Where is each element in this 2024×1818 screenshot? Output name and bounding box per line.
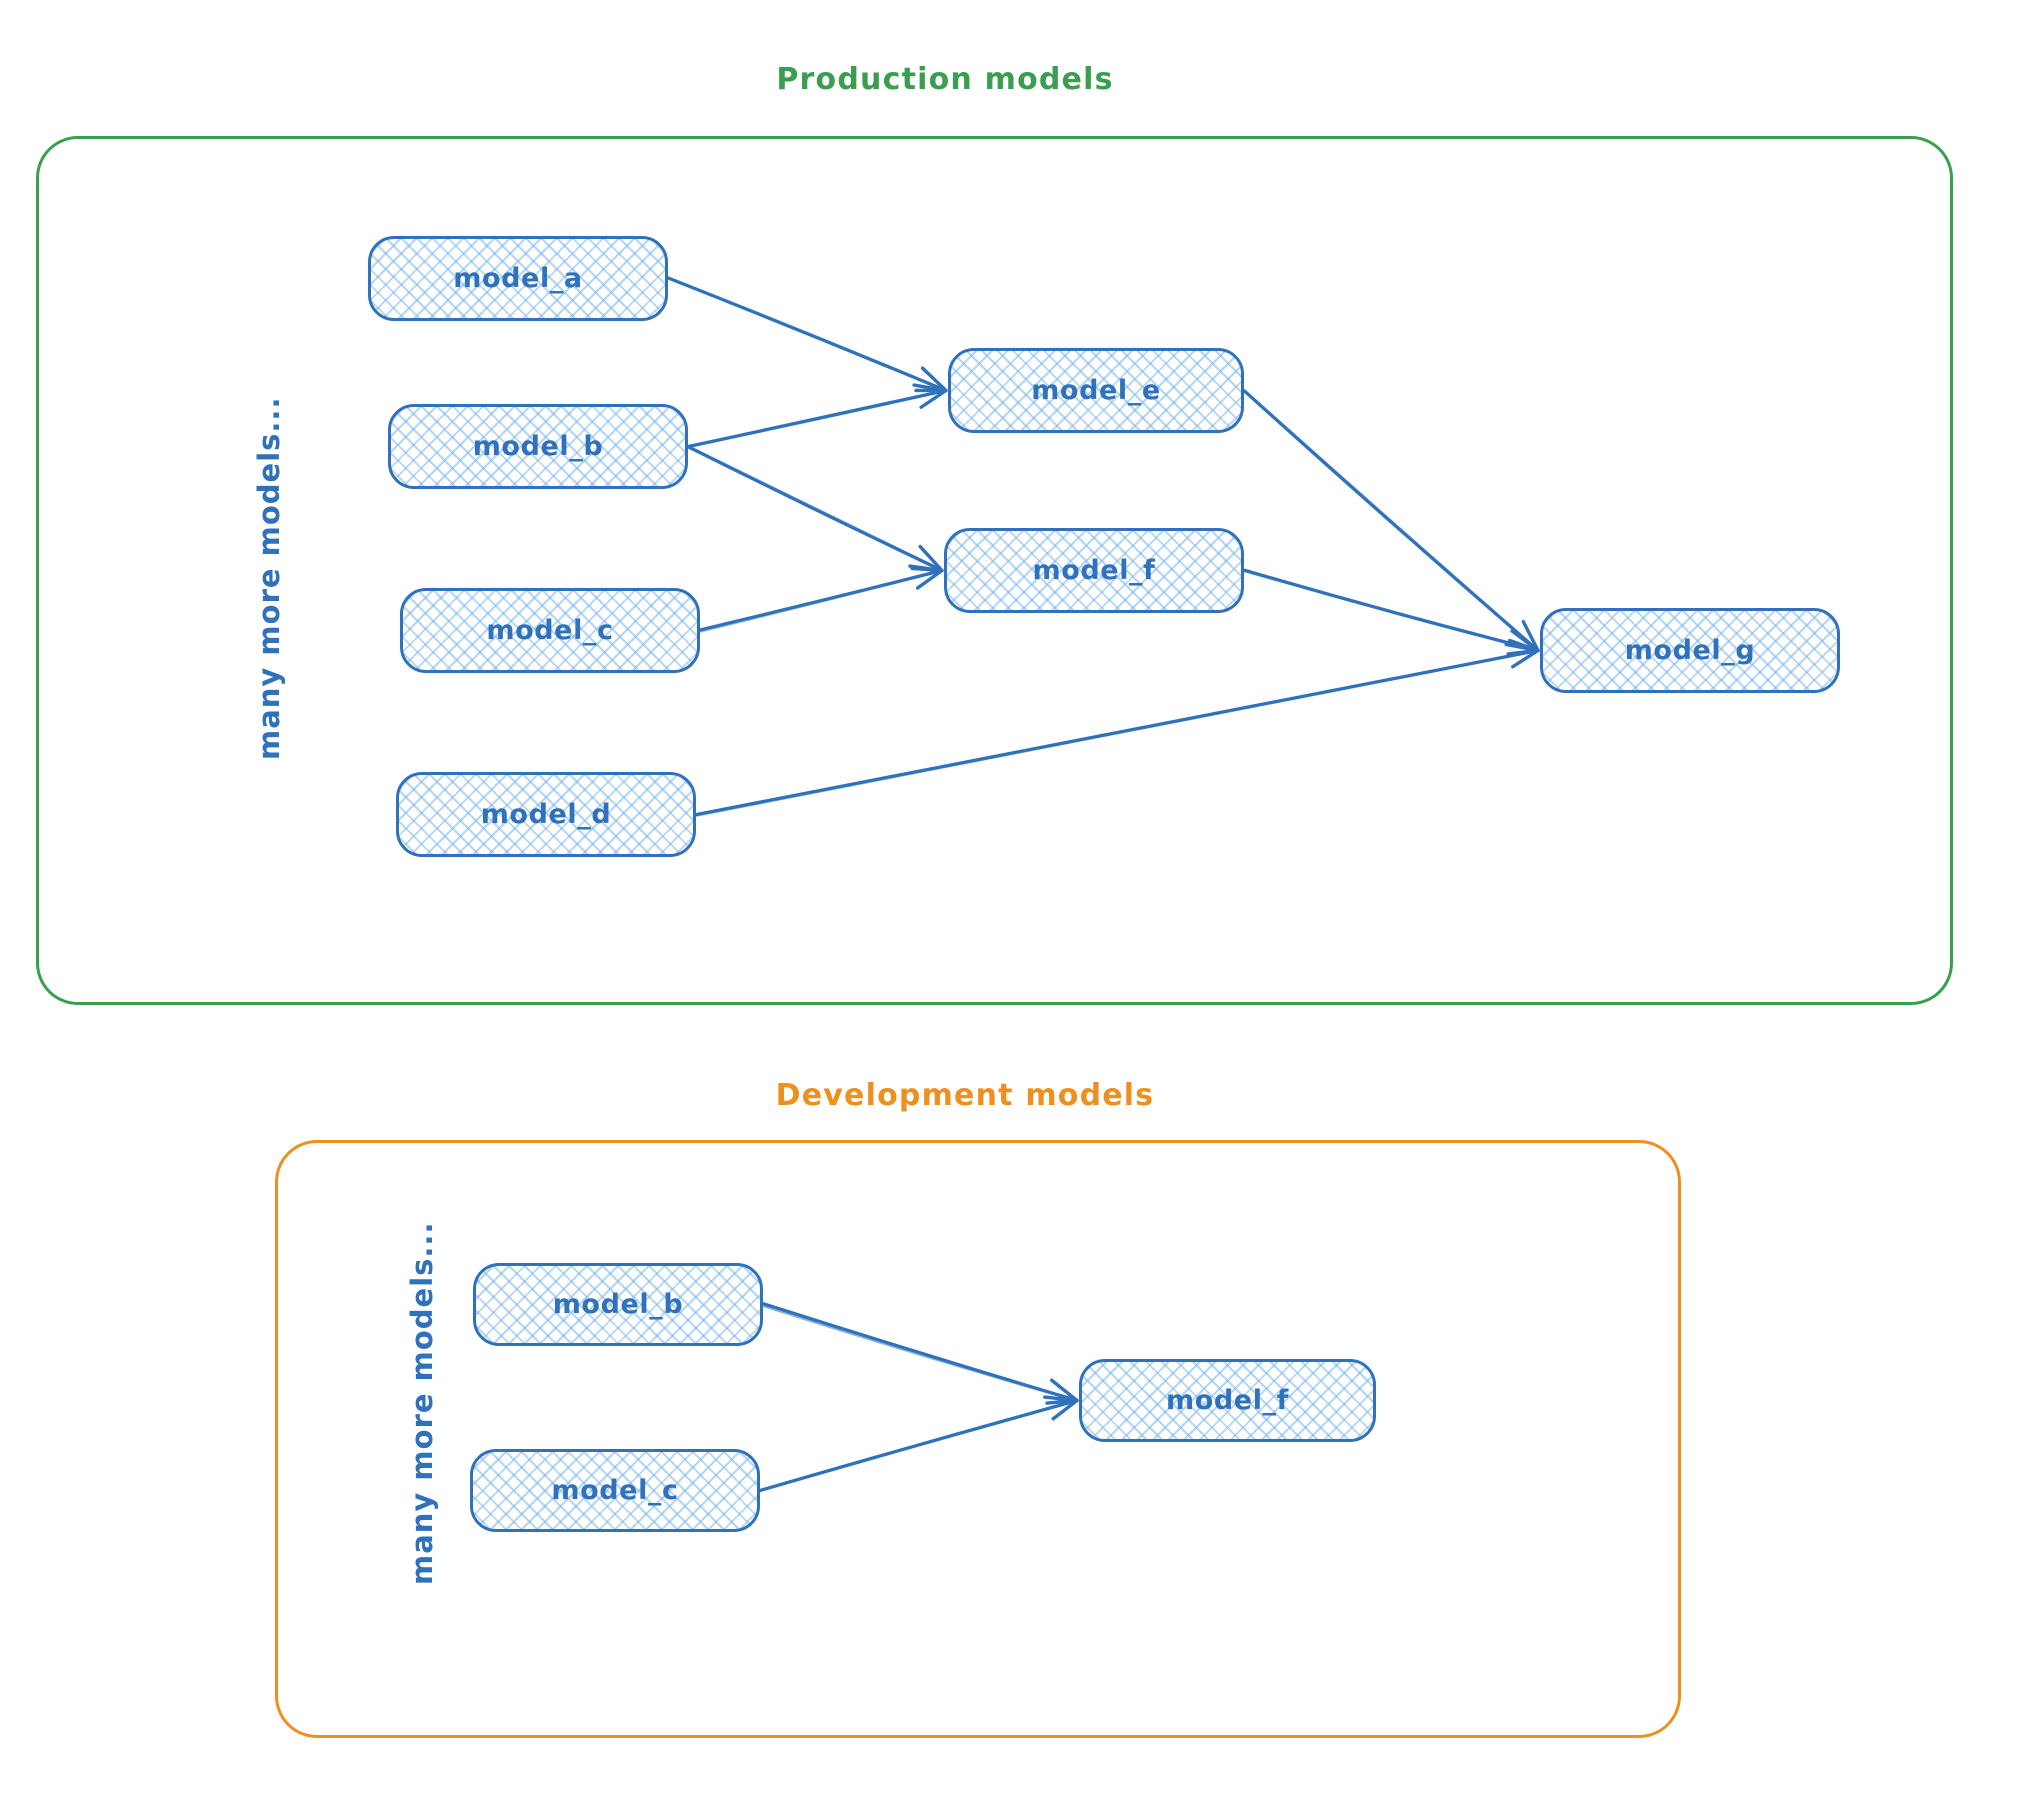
model-node-model-c[interactable]: model_c [400,588,700,673]
model-node-model-b[interactable]: model_b [388,404,688,489]
model-node-label: model_b [553,1289,684,1320]
model-node-dev-model-b[interactable]: model_b [473,1263,763,1346]
model-node-label: model_f [1032,555,1155,586]
model-node-label: model_b [473,431,604,462]
model-node-model-a[interactable]: model_a [368,236,668,321]
model-node-label: model_e [1031,375,1161,406]
model-node-dev-model-c[interactable]: model_c [470,1449,760,1532]
model-node-label: model_a [453,263,583,294]
model-node-model-e[interactable]: model_e [948,348,1244,433]
model-node-model-d[interactable]: model_d [396,772,696,857]
production-many-more-models-label: many more models... [252,397,286,760]
model-node-label: model_d [481,799,612,830]
development-models-title: Development models [776,1078,1155,1113]
model-node-model-g[interactable]: model_g [1540,608,1840,693]
development-models-group [275,1140,1681,1738]
model-node-label: model_c [486,615,613,646]
production-models-title: Production models [776,62,1113,97]
model-node-label: model_f [1166,1385,1289,1416]
model-node-model-f[interactable]: model_f [944,528,1244,613]
model-node-label: model_c [551,1475,678,1506]
model-node-dev-model-f[interactable]: model_f [1079,1359,1376,1442]
development-many-more-models-label: many more models... [405,1222,439,1585]
model-node-label: model_g [1625,635,1756,666]
